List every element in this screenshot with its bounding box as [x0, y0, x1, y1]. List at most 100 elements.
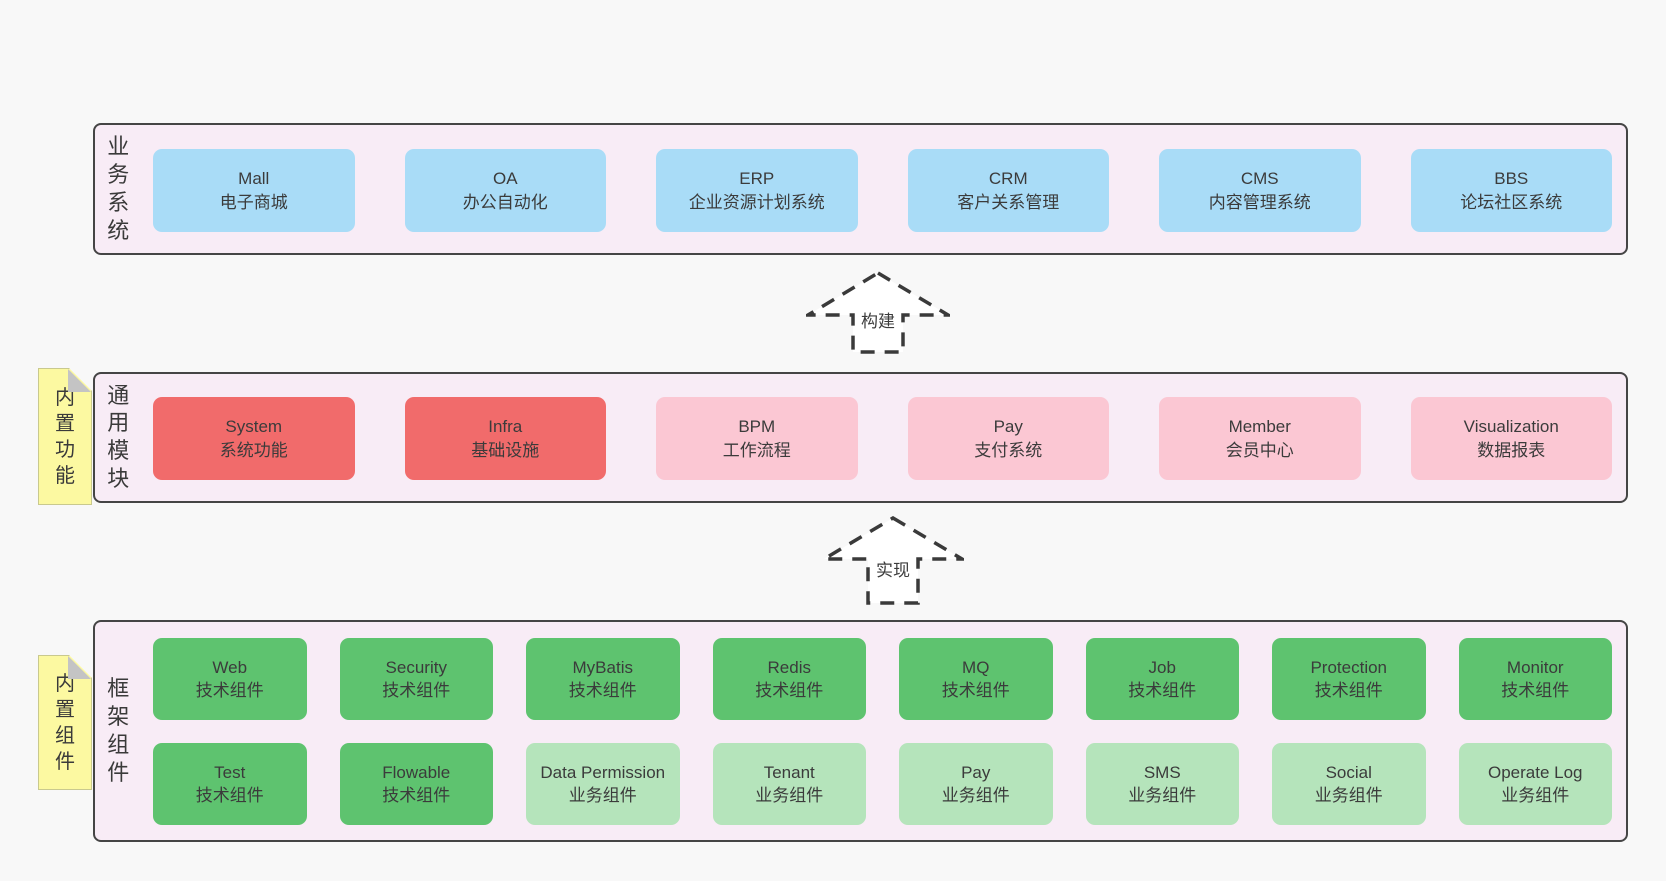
box-subtitle: 技术组件 — [1501, 681, 1570, 700]
sticky-note-label: 内置功能 — [54, 386, 75, 487]
box-title: MQ — [962, 657, 990, 677]
box-subtitle: 技术组件 — [195, 681, 264, 700]
box-title: Job — [1148, 657, 1176, 677]
business-box-oa: OA 办公自动化 — [404, 149, 606, 232]
box-subtitle: 技术组件 — [195, 786, 264, 805]
box-subtitle: 业务组件 — [568, 786, 637, 805]
box-subtitle: 系统功能 — [219, 440, 288, 460]
box-subtitle: 技术组件 — [941, 681, 1010, 700]
box-title: Pay — [961, 762, 991, 782]
framework-box-sms: SMS 业务组件 — [1085, 743, 1239, 825]
box-subtitle: 论坛社区系统 — [1460, 192, 1563, 212]
box-title: Mall — [238, 169, 270, 189]
business-box-mall: Mall 电子商城 — [153, 149, 355, 232]
box-title: Test — [214, 762, 246, 782]
folded-corner-icon — [68, 369, 91, 392]
box-row: Mall 电子商城 OA 办公自动化 ERP 企业资源计划系统 CRM 客户关系管理 CMS 内容… — [153, 149, 1612, 232]
box-title: Data Permission — [540, 762, 666, 782]
box-subtitle: 企业资源计划系统 — [688, 192, 825, 212]
business-box-crm: CRM 客户关系管理 — [907, 149, 1109, 232]
folded-corner-icon — [68, 656, 91, 679]
framework-box-social: Social 业务组件 — [1272, 743, 1426, 825]
framework-box-protection: Protection 技术组件 — [1272, 638, 1426, 720]
framework-box-security: Security 技术组件 — [339, 638, 493, 720]
box-title: BBS — [1494, 169, 1529, 189]
box-subtitle: 电子商城 — [219, 192, 288, 212]
modules-box-member: Member 会员中心 — [1159, 397, 1361, 480]
box-subtitle: 技术组件 — [568, 681, 637, 700]
box-title: Protection — [1310, 657, 1388, 677]
box-title: Visualization — [1463, 417, 1559, 437]
box-title: MyBatis — [572, 657, 633, 677]
sticky-note-builtin-components: 内置组件 — [38, 655, 92, 790]
box-subtitle: 办公自动化 — [462, 192, 548, 212]
modules-box-infra: Infra 基础设施 — [404, 397, 606, 480]
box-subtitle: 业务组件 — [941, 786, 1010, 805]
box-title: Infra — [488, 417, 523, 437]
box-subtitle: 技术组件 — [1314, 681, 1383, 700]
box-title: Tenant — [763, 762, 815, 782]
box-title: Security — [385, 657, 447, 677]
panel-title: 通用模块 — [107, 382, 130, 492]
framework-box-monitor: Monitor 技术组件 — [1458, 638, 1612, 720]
framework-box-tenant: Tenant 业务组件 — [712, 743, 866, 825]
box-subtitle: 业务组件 — [1501, 786, 1570, 805]
framework-box-mybatis: MyBatis 技术组件 — [526, 638, 680, 720]
panel-box-rows: Mall 电子商城 OA 办公自动化 ERP 企业资源计划系统 CRM 客户关系管理 CMS 内容… — [153, 125, 1612, 232]
box-subtitle: 技术组件 — [382, 786, 451, 805]
business-box-erp: ERP 企业资源计划系统 — [656, 149, 858, 232]
box-subtitle: 业务组件 — [755, 786, 824, 805]
box-title: CMS — [1240, 169, 1279, 189]
modules-box-visualization: Visualization 数据报表 — [1410, 397, 1612, 480]
business-box-bbs: BBS 论坛社区系统 — [1410, 149, 1612, 232]
box-subtitle: 数据报表 — [1477, 440, 1546, 460]
framework-box-mq: MQ 技术组件 — [899, 638, 1053, 720]
box-title: Redis — [767, 657, 811, 677]
sticky-note-builtin-features: 内置功能 — [38, 368, 92, 505]
box-title: SMS — [1143, 762, 1181, 782]
box-title: ERP — [739, 169, 775, 189]
arrow-label: 构建 — [858, 307, 898, 332]
framework-box-pay: Pay 业务组件 — [899, 743, 1053, 825]
box-subtitle: 基础设施 — [471, 440, 540, 460]
box-title: Member — [1228, 417, 1291, 437]
sticky-note-label: 内置组件 — [54, 672, 75, 773]
box-title: OA — [492, 169, 518, 189]
box-subtitle: 技术组件 — [382, 681, 451, 700]
box-title: Web — [212, 657, 248, 677]
framework-box-web: Web 技术组件 — [153, 638, 307, 720]
box-subtitle: 业务组件 — [1314, 786, 1383, 805]
box-subtitle: 内容管理系统 — [1208, 192, 1311, 212]
box-subtitle: 业务组件 — [1128, 786, 1197, 805]
framework-box-test: Test 技术组件 — [153, 743, 307, 825]
business-box-cms: CMS 内容管理系统 — [1159, 149, 1361, 232]
box-subtitle: 技术组件 — [1128, 681, 1197, 700]
box-title: Social — [1325, 762, 1372, 782]
framework-box-data-permission: Data Permission 业务组件 — [526, 743, 680, 825]
arrow-label: 实现 — [873, 556, 913, 581]
box-title: Monitor — [1506, 657, 1564, 677]
box-subtitle: 工作流程 — [722, 440, 791, 460]
panel-framework-components: 框架组件 Web 技术组件 Security 技术组件 MyBatis 技术组件 Redis… — [93, 620, 1628, 842]
box-subtitle: 客户关系管理 — [957, 192, 1060, 212]
box-title: BPM — [738, 417, 776, 437]
panel-title: 框架组件 — [107, 676, 130, 785]
framework-box-job: Job 技术组件 — [1085, 638, 1239, 720]
box-title: Operate Log — [1487, 762, 1583, 782]
modules-box-bpm: BPM 工作流程 — [656, 397, 858, 480]
arrow-implement: 实现 — [822, 516, 964, 605]
box-subtitle: 会员中心 — [1225, 440, 1294, 460]
box-title: CRM — [988, 169, 1028, 189]
